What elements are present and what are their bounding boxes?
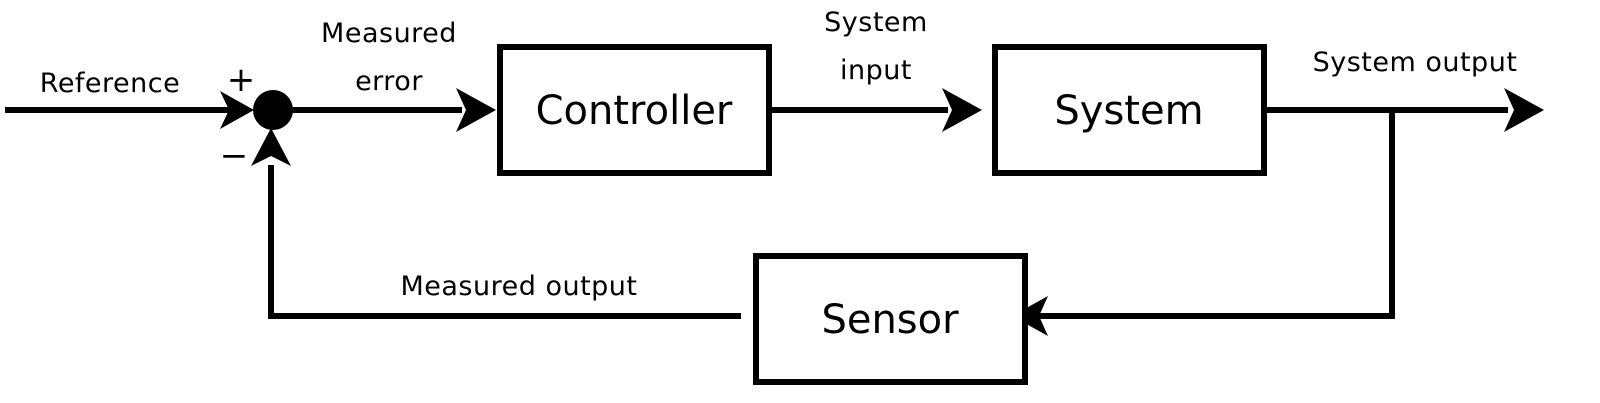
summing-junction [253, 90, 293, 130]
measured-output-label: Measured output [400, 271, 637, 302]
system-input-label-line2: input [840, 55, 912, 86]
system-output-label: System output [1313, 47, 1518, 78]
sensor-block [753, 253, 1028, 385]
system-input-label-line1: System [824, 7, 928, 38]
reference-label: Reference [40, 68, 180, 99]
system-output-arrowhead [1504, 88, 1544, 132]
measured-error-label-line1: Measured [321, 18, 457, 49]
feedback-up-arrowhead [251, 128, 291, 166]
system-label: System [1054, 88, 1203, 134]
measured-error-arrowhead [456, 88, 496, 132]
controller-label: Controller [536, 88, 733, 134]
system-block [992, 44, 1267, 176]
sensor-label: Sensor [821, 297, 959, 343]
measured-error-label-line2: error [355, 66, 423, 97]
reference-arrowhead [220, 91, 254, 129]
system-input-arrowhead [942, 88, 982, 132]
feedback-to-sensor-wire [1034, 110, 1395, 319]
minus-sign: − [220, 136, 249, 176]
measured-output-wire [268, 165, 741, 319]
controller-block [497, 44, 772, 176]
sensor-input-arrowhead [1012, 296, 1048, 336]
plus-sign: + [227, 60, 256, 100]
